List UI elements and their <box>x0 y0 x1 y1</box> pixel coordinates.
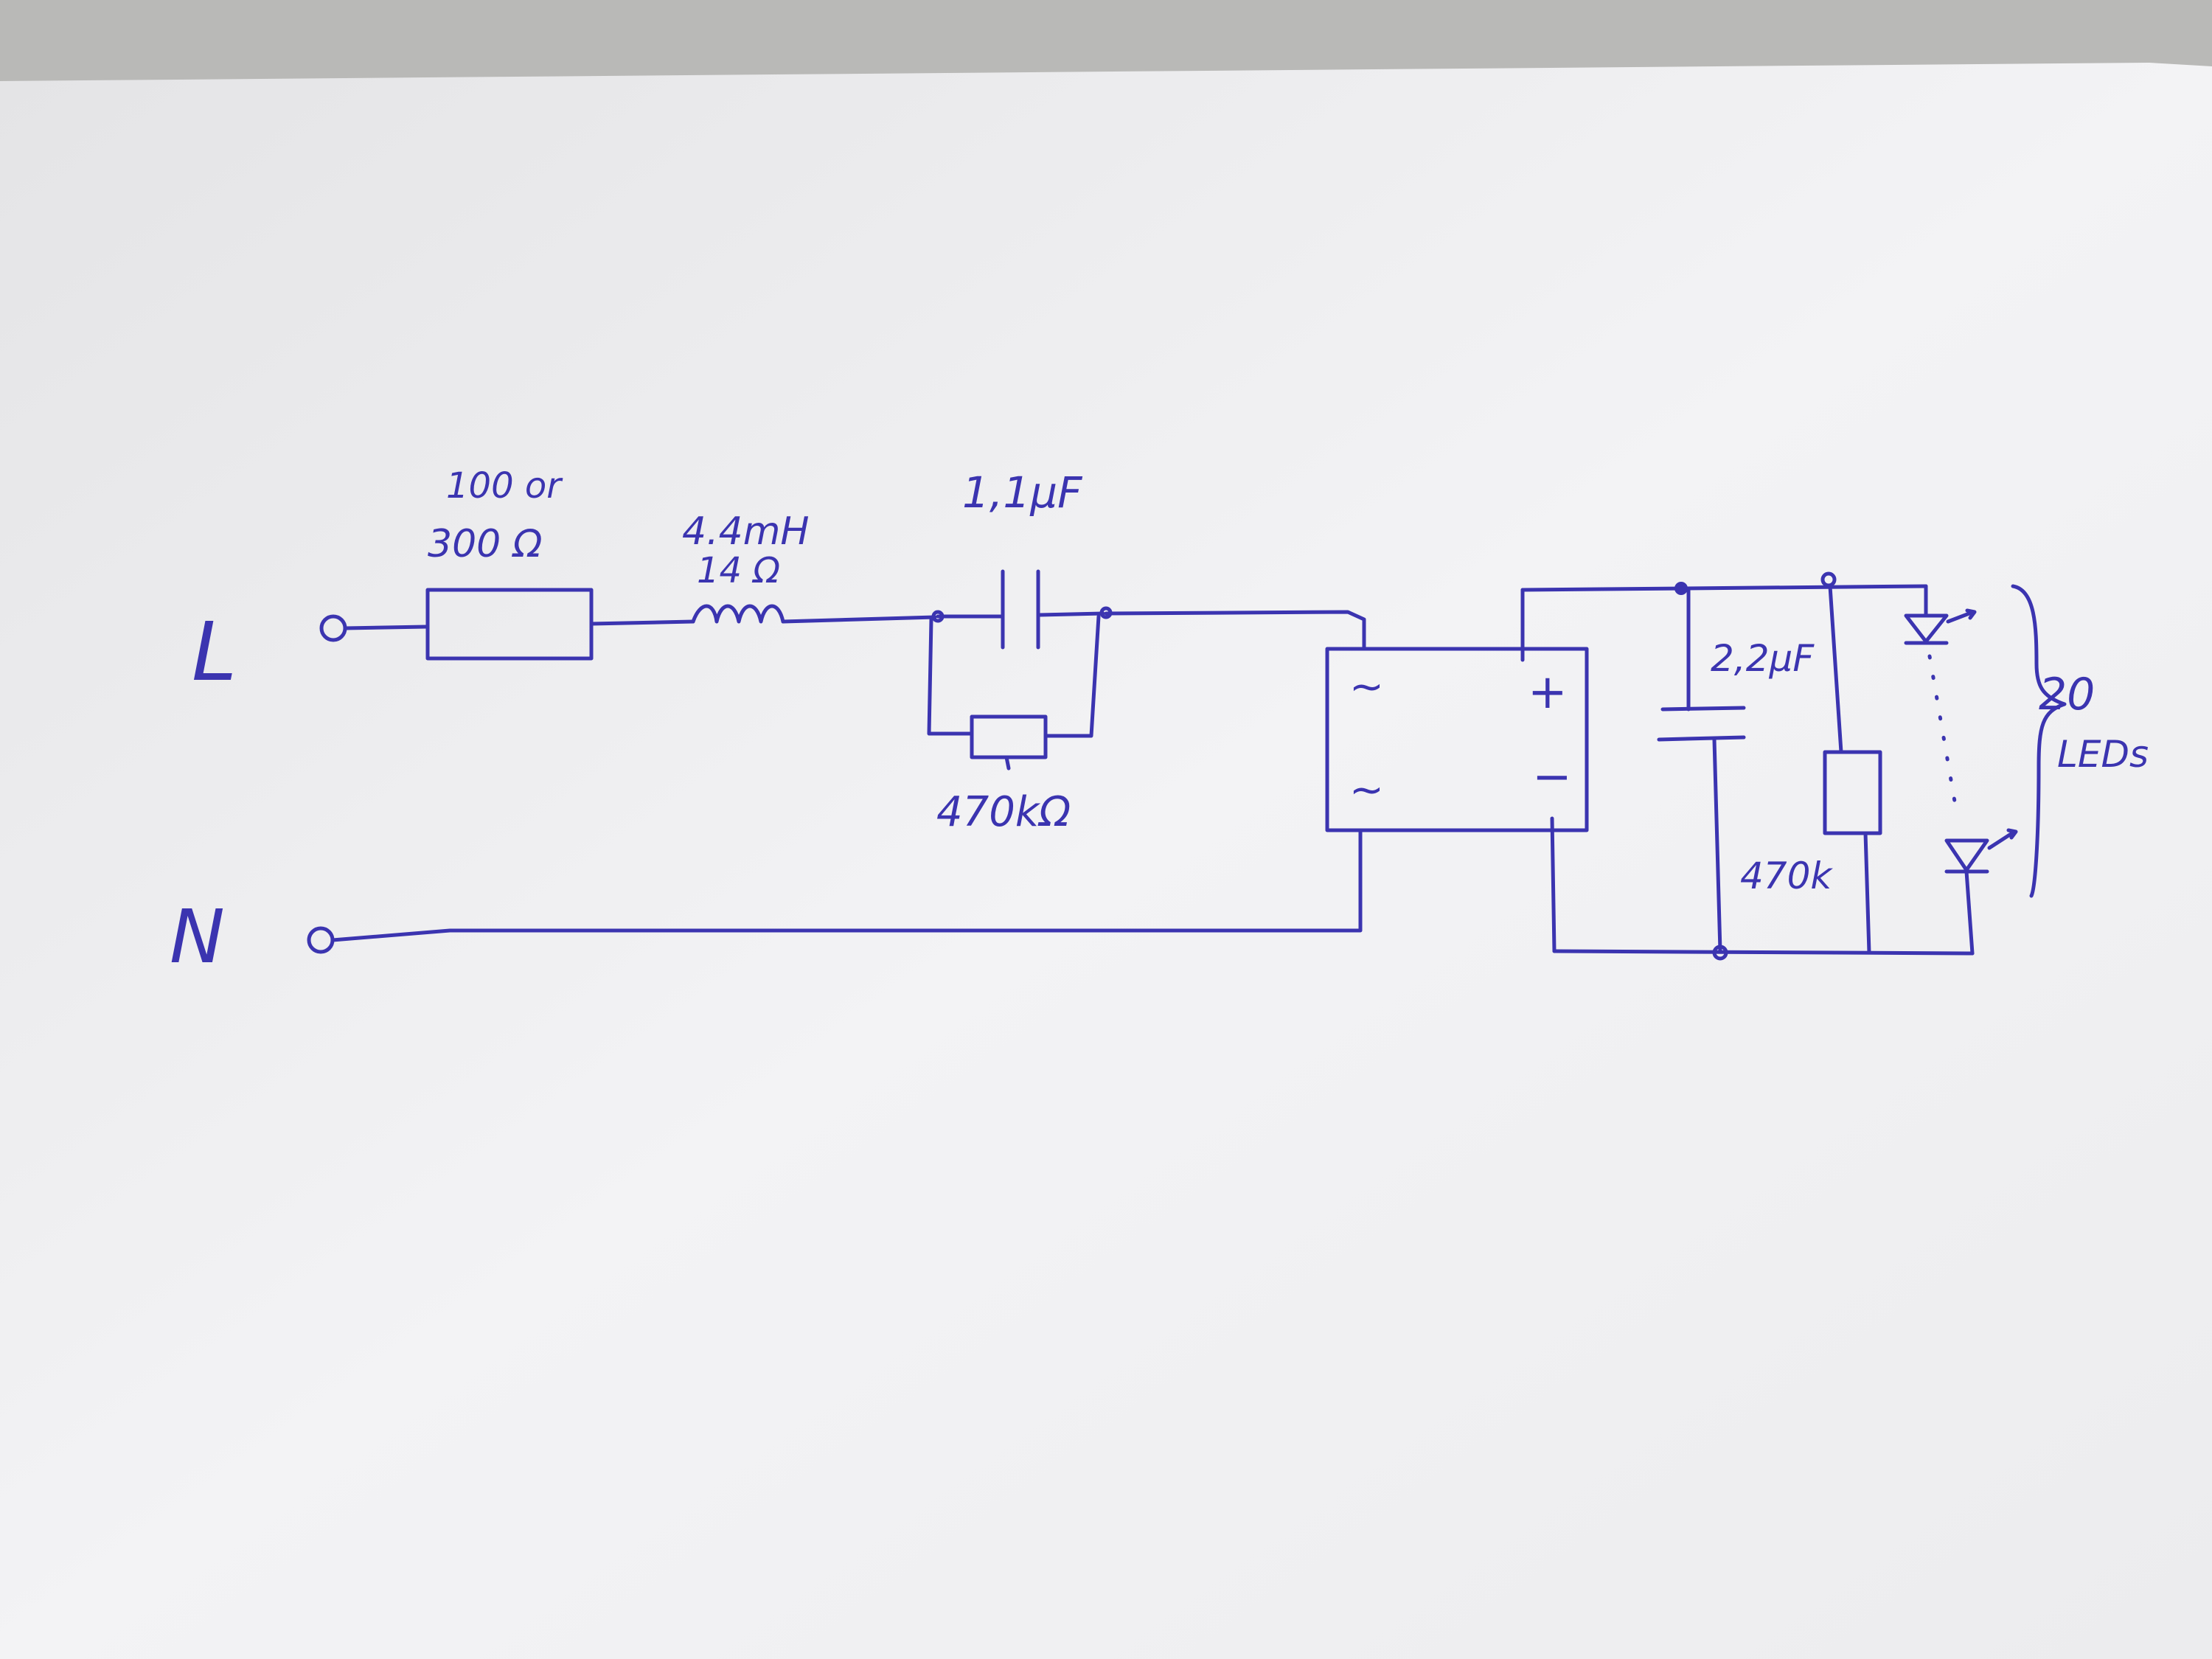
series-resistor-label-2: 300 Ω <box>428 522 543 566</box>
bleed-resistor-label: 470kΩ <box>936 788 1071 836</box>
smoothing-cap-lead-bottom <box>1712 737 1722 953</box>
wire-inductor-to-node <box>781 615 937 624</box>
bridge-ac2-symbol: ~ <box>1349 766 1384 814</box>
junction-plus-cap <box>1674 582 1688 595</box>
led-string-label: LEDs <box>2057 733 2149 776</box>
load-resistor <box>1823 750 1882 835</box>
wire-minus-down <box>1550 816 1557 953</box>
dc-minus-rail <box>1552 949 1975 956</box>
smoothing-cap-plate-top <box>1660 706 1746 712</box>
inductor-coil <box>691 604 785 624</box>
terminal-l-label: L <box>192 605 237 699</box>
load-resistor-label: 470k <box>1740 855 1833 897</box>
led-string-dots <box>1927 654 1960 821</box>
led-top-light-arrow <box>1946 608 1977 624</box>
dc-plus-rail <box>1520 584 1928 592</box>
inductor-resistance-label: 14 Ω <box>697 550 780 591</box>
load-resistor-lead-top <box>1828 584 1843 754</box>
wire-l-to-resistor <box>343 625 428 630</box>
paper-sheet <box>0 63 2212 1659</box>
led-bottom-light-arrow <box>1987 828 2018 850</box>
bridge-rectifier <box>1325 647 1589 832</box>
led-string-lead-bottom <box>1964 869 1975 956</box>
led-count-label: 20 <box>2039 669 2095 720</box>
series-capacitor-label: 1,1μF <box>962 467 1083 518</box>
wire-bleed-right <box>1043 614 1101 738</box>
bridge-plus-symbol: + <box>1528 665 1568 720</box>
wire-cap-to-node <box>1037 611 1105 617</box>
wire-bleed-stub <box>1004 755 1011 771</box>
terminal-n-label: N <box>170 894 225 980</box>
smoothing-capacitor-label: 2,2μF <box>1711 637 1815 680</box>
wire-bleed-left <box>927 617 974 736</box>
load-resistor-lead-bottom <box>1863 831 1871 955</box>
inductor-inductance-label: 4.4mH <box>682 509 809 554</box>
led-brace <box>2011 584 2067 898</box>
series-resistor-label-1: 100 or <box>446 465 563 507</box>
bridge-minus-symbol: − <box>1532 750 1572 804</box>
wire-resistor-to-inductor <box>589 619 695 626</box>
wire-to-bridge-ac1 <box>1104 610 1366 651</box>
smoothing-cap-plate-bottom <box>1657 735 1746 742</box>
led-top <box>1904 613 1949 645</box>
wire-neutral <box>330 830 1363 942</box>
bridge-ac1-symbol: ~ <box>1349 663 1384 711</box>
